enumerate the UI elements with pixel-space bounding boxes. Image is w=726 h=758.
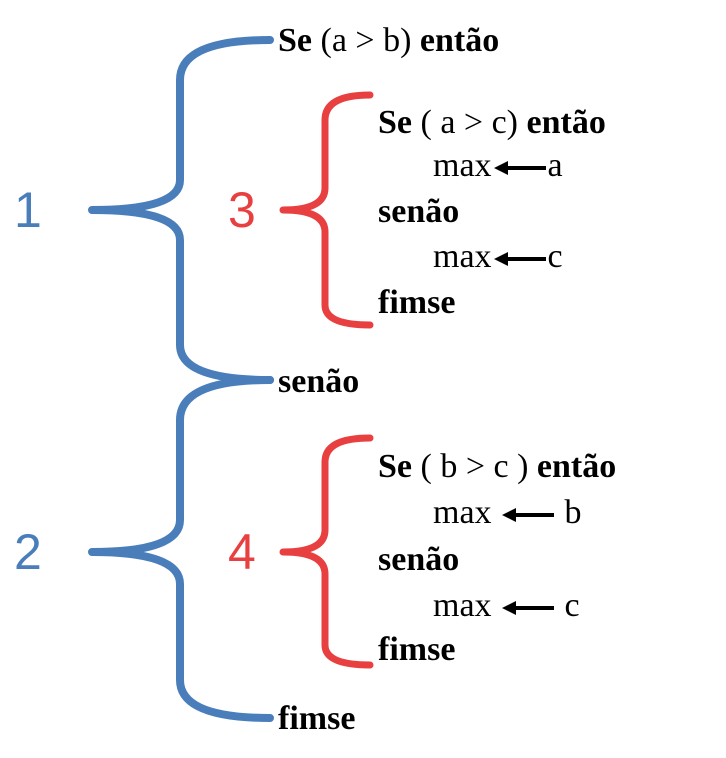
inner-if-1-else: senão [378, 193, 460, 230]
label-4: 4 [228, 524, 256, 580]
outer-brace-1 [88, 36, 274, 384]
inner-if-2-end: fimse [378, 631, 456, 668]
left-arrow-icon [493, 252, 546, 266]
keyword-se: Se [278, 22, 312, 59]
assign-val: c [547, 238, 563, 275]
keyword-entao: então [536, 448, 617, 485]
condition: ( b > c ) [420, 448, 529, 485]
keyword-entao: então [526, 104, 606, 141]
label-2: 2 [14, 524, 42, 580]
outer-else: senão [278, 363, 360, 400]
outer-end: fimse [278, 700, 356, 737]
inner-brace-4 [279, 434, 374, 669]
inner-if-2-assign-1: max b [433, 496, 582, 530]
inner-if-1-assign-1: max a [433, 149, 563, 183]
inner-if-1-assign-2: max c [433, 240, 563, 274]
assign-var: max [433, 587, 492, 624]
left-arrow-icon [493, 161, 546, 175]
outer-if-line: Se (a > b) então [278, 24, 499, 58]
assign-val: a [547, 147, 563, 184]
assign-var: max [433, 238, 492, 275]
assign-val: c [564, 587, 580, 624]
condition: (a > b) [320, 22, 412, 59]
inner-if-2-else: senão [378, 541, 460, 578]
label-3: 3 [228, 182, 256, 238]
outer-brace-2 [88, 376, 274, 722]
inner-if-2-assign-2: max c [433, 589, 580, 623]
left-arrow-icon [502, 601, 555, 615]
condition: ( a > c) [420, 104, 519, 141]
assign-var: max [433, 147, 492, 184]
inner-if-2-line: Se ( b > c ) então [378, 450, 616, 484]
inner-if-1-end: fimse [378, 284, 456, 321]
assign-var: max [433, 494, 492, 531]
keyword-se: Se [378, 448, 412, 485]
keyword-entao: então [419, 22, 500, 59]
keyword-se: Se [378, 104, 412, 141]
left-arrow-icon [502, 508, 555, 522]
assign-val: b [564, 494, 582, 531]
inner-if-1-line: Se ( a > c) então [378, 106, 606, 140]
label-1: 1 [14, 182, 42, 238]
inner-brace-3 [279, 91, 374, 329]
